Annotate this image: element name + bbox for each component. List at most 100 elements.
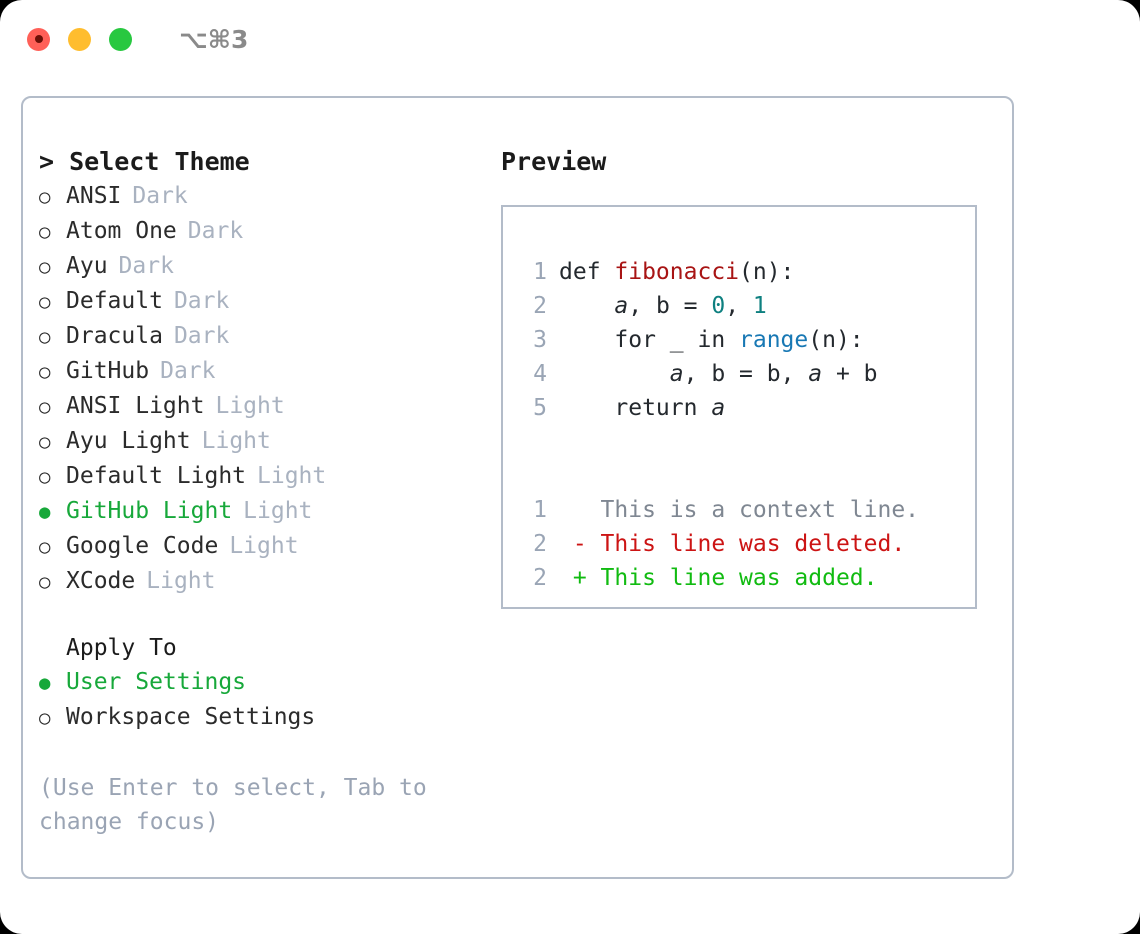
radio-unselected-icon[interactable]: ○ (39, 707, 51, 729)
diff-line: 2 + This line was added. (517, 561, 975, 595)
radio-unselected-icon[interactable]: ○ (39, 396, 51, 418)
theme-name-label: Ayu (66, 253, 108, 279)
assign-op: , b = b, (683, 361, 809, 387)
theme-variant-label: Light (201, 428, 271, 454)
line-number: 2 (533, 565, 547, 591)
close-button[interactable] (27, 27, 50, 51)
radio-unselected-icon[interactable]: ○ (39, 466, 51, 488)
title-bar: ⌥⌘3 (0, 0, 1140, 78)
radio-unselected-icon[interactable]: ○ (39, 361, 51, 383)
code-content: for _ in range(n): (559, 323, 864, 357)
diff-line: 2 - This line was deleted. (517, 527, 975, 561)
radio-unselected-icon[interactable]: ○ (39, 431, 51, 453)
radio-selected-icon[interactable]: ● (39, 672, 51, 694)
range-args: (n): (808, 327, 864, 353)
code-line: 4 a, b = b, a + b (517, 357, 975, 391)
theme-variant-label: Light (243, 498, 313, 524)
builtin-range: range (739, 327, 809, 353)
theme-name-label: Ayu Light (66, 428, 191, 454)
code-line: 5 return a (517, 391, 975, 425)
for-statement: for _ in (559, 327, 740, 353)
radio-selected-icon[interactable]: ● (39, 501, 51, 523)
keyboard-shortcut-label: ⌥⌘3 (179, 24, 249, 54)
theme-name-label: GitHub Light (66, 498, 233, 524)
radio-unselected-icon[interactable]: ○ (39, 326, 51, 348)
spacer (517, 459, 975, 493)
theme-variant-label: Dark (160, 358, 216, 384)
line-number: 1 (533, 259, 547, 285)
code-line: 2 a, b = 0, 1 (517, 289, 975, 323)
apply-to-item[interactable]: ● User Settings (39, 665, 488, 700)
apply-to-list: ● User Settings ○Workspace Settings (39, 665, 488, 735)
maximize-button[interactable] (109, 27, 132, 51)
window-controls (27, 27, 132, 51)
radio-unselected-icon[interactable]: ○ (39, 186, 51, 208)
diff-line-text: + This line was added. (559, 565, 878, 591)
theme-name-label: XCode (66, 568, 136, 594)
line-number: 5 (533, 395, 547, 421)
diff-line-text: This is a context line. (559, 497, 920, 523)
code-content: return a (559, 391, 725, 425)
theme-list-item[interactable]: ● GitHub Light Light (39, 494, 488, 529)
apply-to-item[interactable]: ○Workspace Settings (39, 700, 488, 735)
keyboard-hint-text: (Use Enter to select, Tab to change focu… (39, 775, 441, 835)
apply-to-heading: Apply To (66, 635, 177, 661)
minimize-button[interactable] (68, 27, 91, 51)
theme-list-item[interactable]: ○ ANSI Light Light (39, 389, 488, 424)
theme-name-label: Atom One (66, 218, 177, 244)
theme-name-label: Dracula (66, 323, 163, 349)
radio-unselected-icon[interactable]: ○ (39, 291, 51, 313)
theme-list-item[interactable]: ○ GitHub Dark (39, 354, 488, 389)
theme-picker-heading: > Select Theme (39, 147, 250, 176)
theme-variant-label: Dark (132, 183, 188, 209)
comma: , (725, 293, 753, 319)
diff-line: 1 This is a context line. (517, 493, 975, 527)
theme-name-label: GitHub (66, 358, 150, 384)
theme-name-label: Google Code (66, 533, 219, 559)
code-sample: 1 def fibonacci(n): 2 a, b = 0, 1 3 for … (517, 255, 975, 425)
code-content: a, b = 0, 1 (559, 289, 767, 323)
radio-unselected-icon[interactable]: ○ (39, 221, 51, 243)
theme-variant-label: Light (215, 393, 285, 419)
variable-a: a (614, 293, 629, 319)
variable-a: a (669, 361, 684, 387)
number-zero: 0 (711, 293, 726, 319)
code-line: 3 for _ in range(n): (517, 323, 975, 357)
theme-name-label: ANSI Light (66, 393, 205, 419)
line-number: 2 (533, 531, 547, 557)
line-number: 3 (533, 327, 547, 353)
theme-variant-label: Dark (173, 323, 230, 349)
diff-line-text: - This line was deleted. (559, 531, 906, 557)
theme-variant-label: Dark (187, 218, 244, 244)
preview-box: 1 def fibonacci(n): 2 a, b = 0, 1 3 for … (501, 205, 977, 609)
add-op: + b (822, 361, 878, 387)
apply-to-label: User Settings (66, 669, 247, 695)
theme-list-item[interactable]: ○ Ayu Light Light (39, 424, 488, 459)
code-content: a, b = b, a + b (559, 357, 878, 391)
return-statement: return (559, 395, 712, 421)
theme-variant-label: Light (257, 463, 327, 489)
line-number: 4 (533, 361, 547, 387)
theme-list-item[interactable]: ○ Dracula Dark (39, 319, 488, 354)
code-content: def fibonacci(n): (559, 255, 794, 289)
theme-variant-label: Light (146, 568, 216, 594)
line-number: 2 (533, 293, 547, 319)
variable-a: a (711, 395, 726, 421)
code-line: 1 def fibonacci(n): (517, 255, 975, 289)
radio-unselected-icon[interactable]: ○ (39, 256, 51, 278)
number-one: 1 (752, 293, 767, 319)
theme-name-label: Default (66, 288, 163, 314)
theme-list-item[interactable]: ○ XCode Light (39, 564, 488, 599)
radio-unselected-icon[interactable]: ○ (39, 571, 51, 593)
line-number: 1 (533, 497, 547, 523)
theme-list-item[interactable]: ○ Atom One Dark (39, 214, 488, 249)
radio-unselected-icon[interactable]: ○ (39, 536, 51, 558)
spacer (39, 599, 488, 631)
